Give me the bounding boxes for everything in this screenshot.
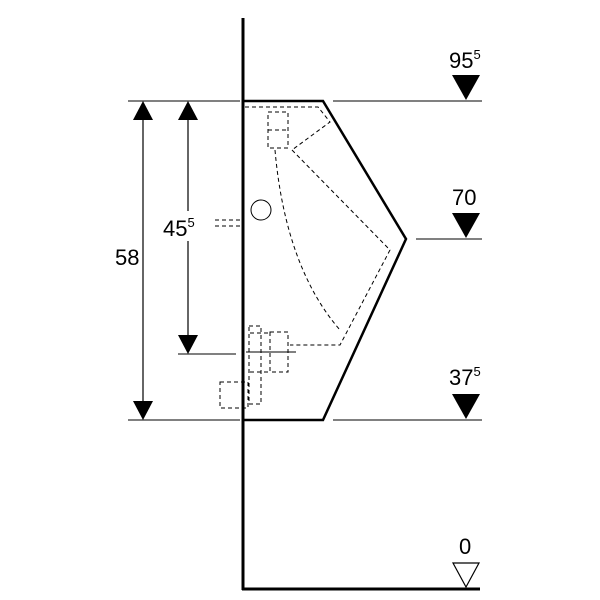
- outlet-label-background: [160, 211, 208, 241]
- level-top-sup: 5: [473, 47, 480, 62]
- level-bottom-label: 375: [449, 364, 481, 390]
- bowl-inner-left-dashed: [274, 149, 341, 331]
- outlet-height-label: 455: [163, 215, 195, 241]
- level-top-main: 95: [449, 48, 473, 73]
- level-top-label: 955: [449, 47, 481, 73]
- overall-height-label: 58: [115, 245, 139, 270]
- siphon-body-dashed: [248, 325, 262, 405]
- level-bottom-sup: 5: [473, 364, 480, 379]
- hidden-internals: [215, 106, 391, 409]
- top-rim-dashed: [245, 106, 331, 151]
- level-floor-label: 0: [459, 534, 471, 559]
- level-bottom-marker-icon: [452, 394, 480, 419]
- connection-hole-icon: [250, 199, 272, 221]
- level-floor-marker-icon: [451, 562, 481, 589]
- arrowhead-up-overall: [133, 101, 153, 120]
- outlet-height-sup: 5: [187, 215, 194, 230]
- arrowhead-down-outlet: [178, 335, 198, 354]
- outlet-height-main: 45: [163, 216, 187, 241]
- level-top-marker-icon: [452, 75, 480, 100]
- arrowhead-up-outlet: [178, 101, 198, 120]
- level-middle-label: 70: [452, 185, 476, 210]
- bowl-inner-right-dashed: [290, 149, 391, 346]
- level-middle-marker-icon: [452, 213, 480, 238]
- siphon-box-dashed: [219, 381, 249, 409]
- level-bottom-main: 37: [449, 365, 473, 390]
- arrowhead-down-overall: [133, 401, 153, 420]
- urinal-outline: [243, 99, 408, 422]
